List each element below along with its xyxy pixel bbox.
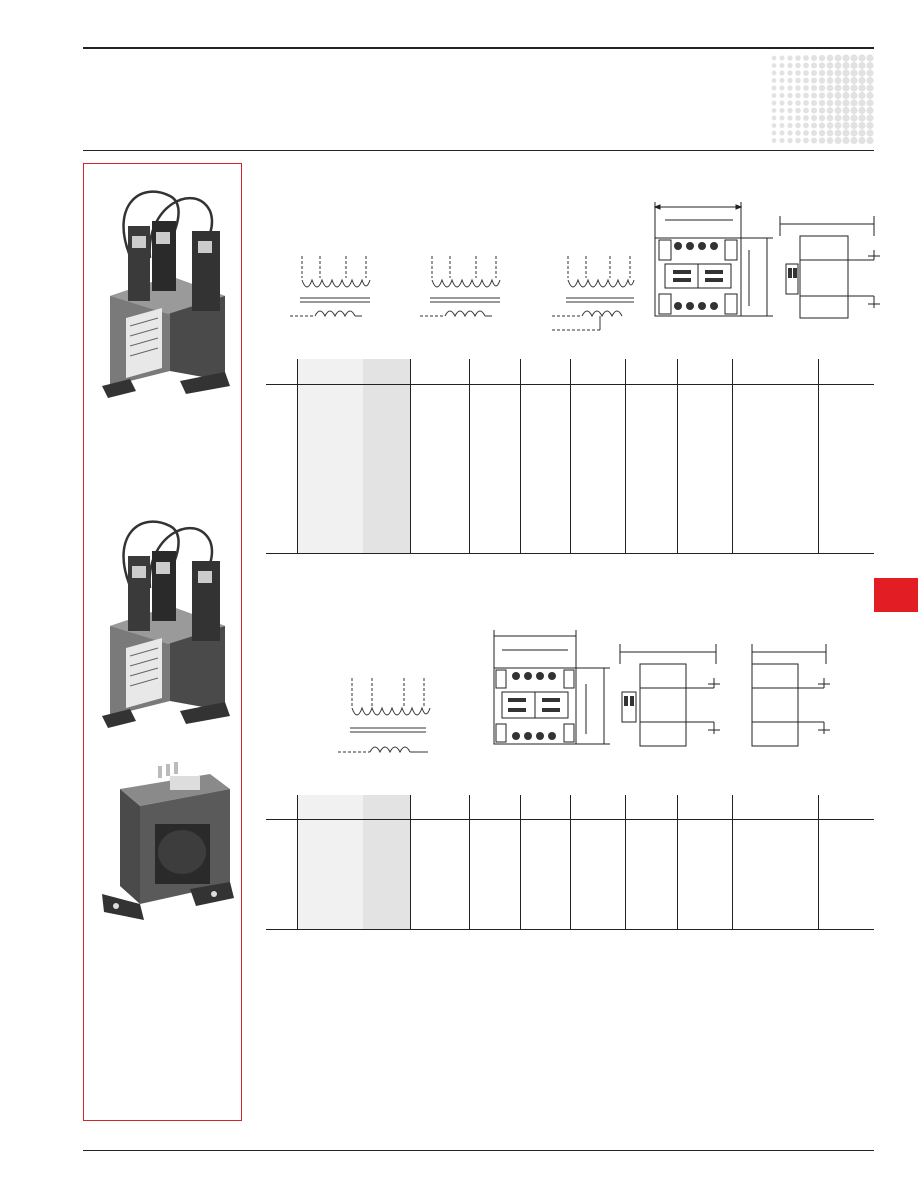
specs-table-bottom (266, 795, 874, 930)
table-col-divider (469, 359, 470, 553)
table-col-divider (625, 359, 626, 553)
table-col-divider (520, 359, 521, 553)
table-col-divider (410, 795, 411, 929)
product-photo-sidebar (83, 163, 242, 1121)
transformer-photo-2 (102, 520, 230, 728)
table-col-divider (469, 795, 470, 929)
table-col-divider (520, 795, 521, 929)
header-top-rule (83, 47, 874, 49)
dimension-drawing-front-2 (493, 630, 610, 745)
table-bottom-rule (266, 553, 874, 554)
table-col-divider (297, 359, 298, 553)
table-col-divider (570, 795, 571, 929)
table-col-divider (570, 359, 571, 553)
halftone-dots-decoration (771, 54, 874, 145)
header-bottom-rule (83, 150, 874, 151)
table-col-divider (625, 795, 626, 929)
dimension-drawing-front (653, 202, 773, 317)
dimension-drawing-side-3 (751, 644, 830, 747)
dimension-drawing-side (779, 216, 880, 319)
section-tab (874, 578, 918, 612)
transformer-photo-3 (102, 762, 234, 920)
wiring-diagram-4 (338, 678, 431, 754)
table-col-shade-light (297, 795, 363, 929)
specs-table-top (266, 359, 874, 554)
wiring-diagram-3 (552, 256, 635, 331)
table-col-divider (818, 359, 819, 553)
wiring-diagram-1 (290, 256, 371, 318)
table-col-shade-light (297, 359, 363, 553)
table-col-divider (677, 359, 678, 553)
table-col-divider (818, 795, 819, 929)
footer-rule (83, 1150, 874, 1151)
table-col-shade-dark (363, 795, 410, 929)
transformer-photo-1 (102, 190, 230, 398)
table-col-shade-dark (363, 359, 410, 553)
wiring-diagram-2 (420, 256, 501, 318)
dimension-drawing-side-2 (619, 644, 720, 747)
table-col-divider (732, 359, 733, 553)
table-col-divider (732, 795, 733, 929)
table-bottom-rule (266, 929, 874, 930)
table-col-divider (677, 795, 678, 929)
table-col-divider (297, 795, 298, 929)
table-col-divider (410, 359, 411, 553)
